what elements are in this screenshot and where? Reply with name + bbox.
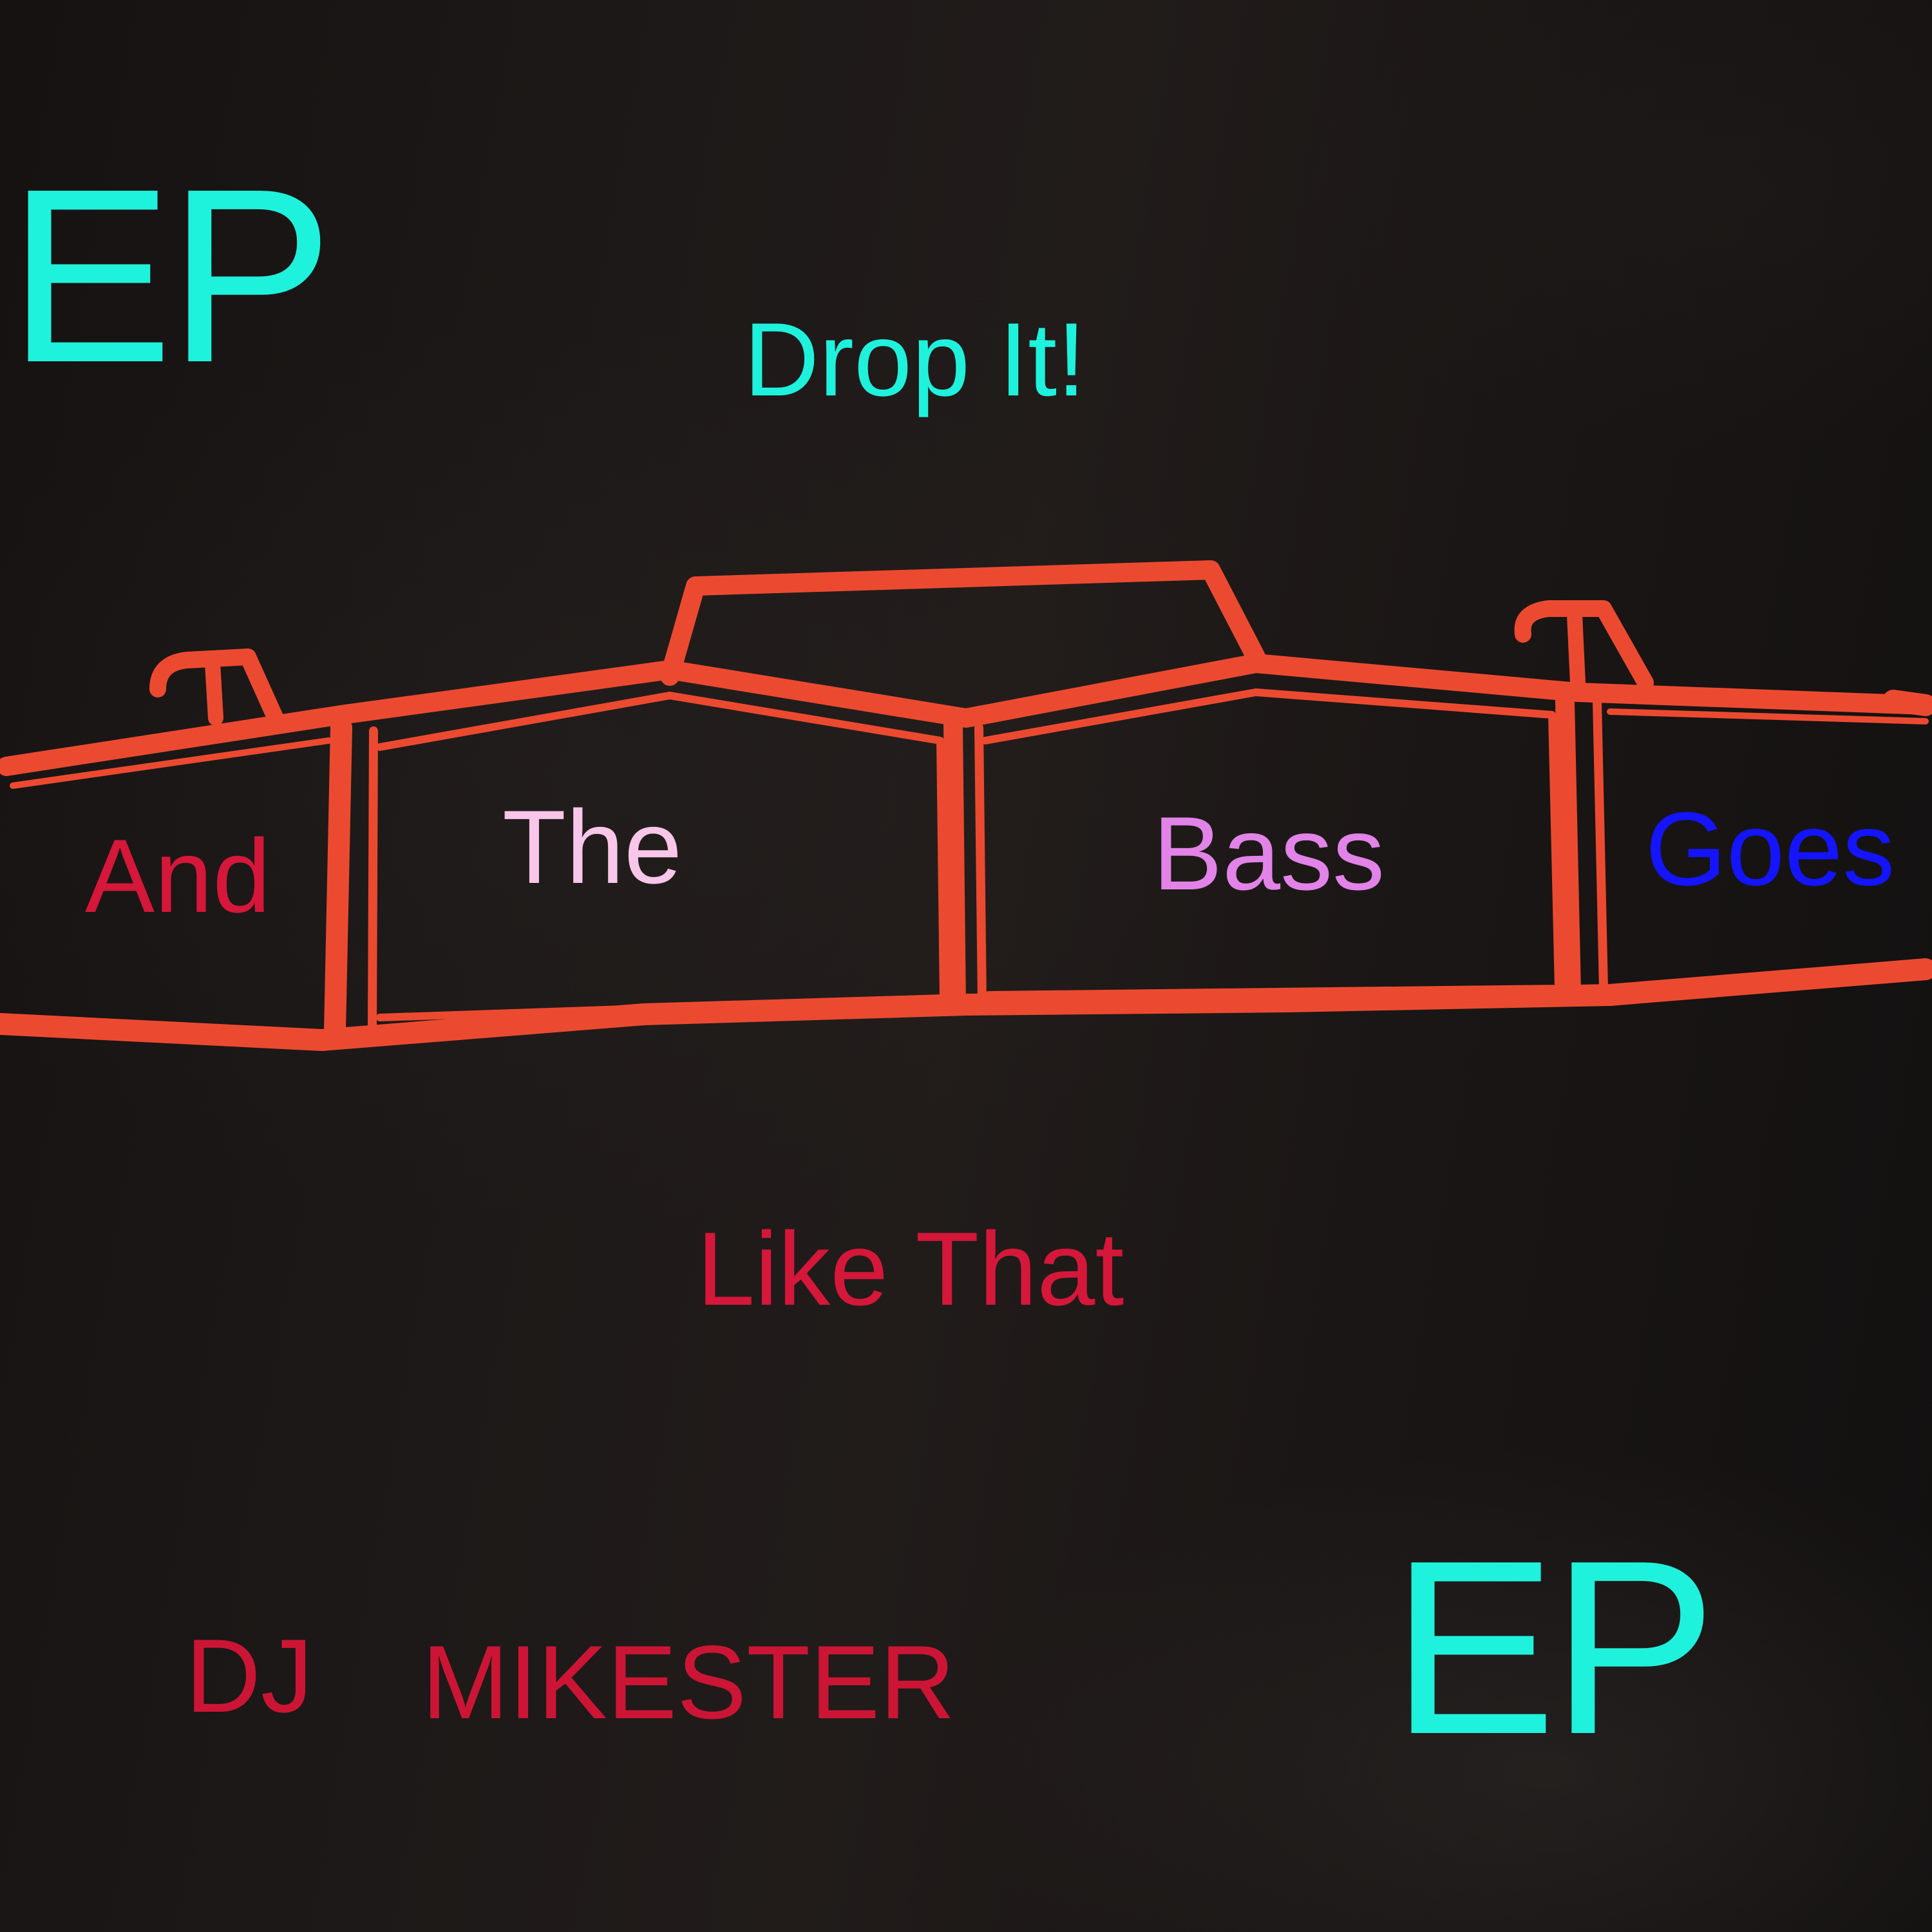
frame-hook-right-stem (1567, 607, 1586, 690)
frame-window-1 (376, 692, 947, 1021)
title-word-goes: Goes (1645, 791, 1895, 907)
title-word-the: The (502, 789, 683, 905)
frame-post-1 (324, 717, 352, 1041)
frame-hook-right (1514, 600, 1654, 691)
title-word-bass: Bass (1153, 795, 1385, 912)
title-word-and: And (85, 818, 271, 934)
artist-name-mikester: MIKESTER (422, 1624, 956, 1741)
frame-top-rail (0, 654, 1932, 776)
frame-roof-box (660, 560, 1265, 686)
frame-post-4 (974, 723, 987, 1006)
artist-prefix-dj: DJ (185, 1618, 313, 1734)
title-like-that: Like That (697, 1211, 1124, 1327)
frame-hook-left (149, 649, 285, 730)
frame-hook-left-stem (205, 656, 223, 726)
frame-window-3 (1607, 708, 1929, 724)
frame-right-tip (1882, 690, 1932, 716)
subtitle-drop-it: Drop It! (744, 301, 1086, 418)
frame-post-2 (368, 726, 378, 1032)
frame-window-2 (981, 688, 1562, 999)
frame-window-4 (10, 737, 332, 789)
frame-post-6 (1593, 697, 1608, 993)
ep-label-bottom: EP (1391, 1508, 1717, 1786)
frame-post-3 (943, 715, 966, 1014)
ep-label-top: EP (8, 137, 334, 414)
frame-post-5 (1555, 692, 1581, 1001)
